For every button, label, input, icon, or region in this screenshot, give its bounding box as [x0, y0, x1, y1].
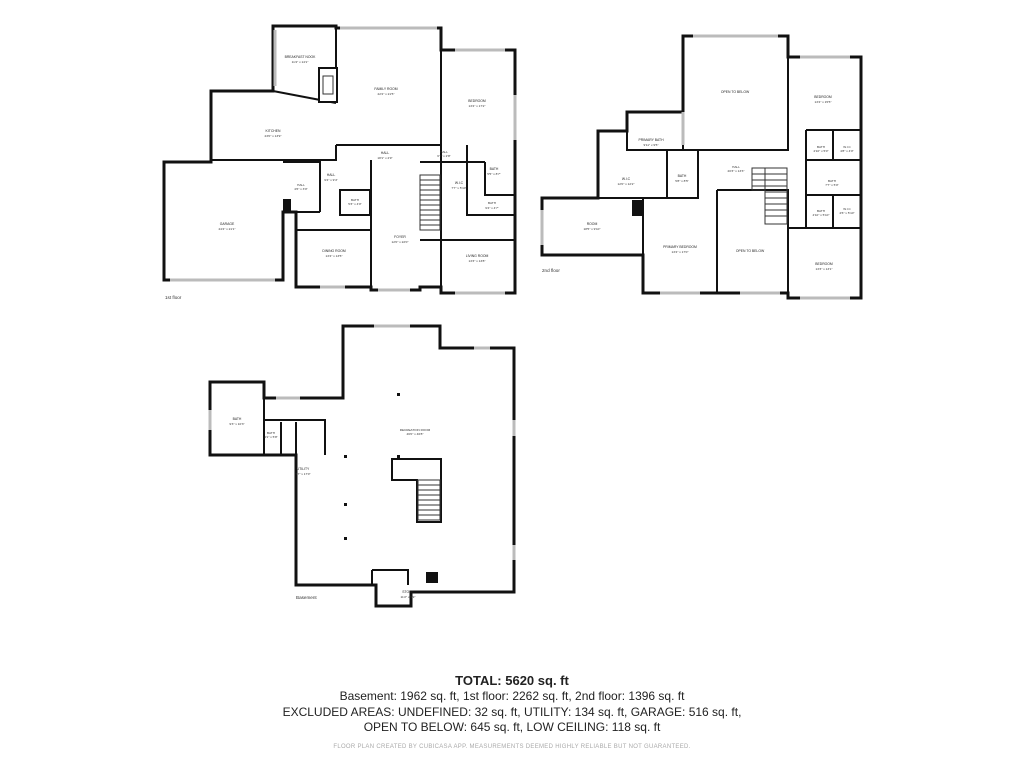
room-label-bath-right: BATH: [490, 167, 499, 171]
room-label-hall-tiny: HALL: [297, 183, 305, 187]
disclaimer: FLOOR PLAN CREATED BY CUBICASA APP. MEAS…: [333, 744, 691, 750]
room-label-bath-mid: BATH: [828, 179, 836, 183]
room-label-breakfast-nook: BREAKFAST NOOK: [285, 55, 317, 59]
room-label-hall-main: HALL: [381, 151, 390, 155]
room-dims-bath-2f-a: 4'10" x 5'0": [813, 149, 828, 153]
room-label-bedroom-top: BEDROOM: [814, 95, 832, 99]
room-dims-wic-d: 4'6" x 5'10": [839, 211, 854, 215]
room-dims-bath-lower: 9'4" x 4'7": [485, 206, 499, 210]
total-area: TOTAL: 5620 sq. ft: [455, 673, 569, 688]
room-label-dining-room: DINING ROOM: [322, 249, 346, 253]
room-dims-kitchen: 23'0" x 13'9": [265, 134, 282, 138]
room-dims-wic-c: 12'0" x 12'2": [618, 182, 635, 186]
room-label-basement-bath: BATH: [233, 417, 242, 421]
room-label-hall-small: HALL: [440, 150, 448, 154]
room-dims-wic: 7'7" x 5'10": [451, 186, 466, 190]
room-dims-basement-bath: 9'3" x 10'3": [229, 422, 244, 426]
room-dims-wic-b: 4'8" x 4'0": [840, 149, 854, 153]
room-label-wic-d: W.I.C: [843, 207, 851, 211]
room-dims-hall-small: 6'7" x 2'8": [437, 154, 451, 158]
room-label-utility: UTILITY: [297, 467, 310, 471]
room-label-wic-b: W.I.C: [843, 145, 851, 149]
room-label-room: ROOM: [587, 222, 598, 226]
room-label-open-to-below-bottom: OPEN TO BELOW: [736, 249, 765, 253]
basement-plan: BATH 9'3" x 10'3" BATH 4'1" x 5'8" UTILI…: [208, 324, 516, 608]
room-dims-family-room: 22'2" x 21'5": [378, 92, 395, 96]
room-dims-foyer: 12'0" x 22'0": [392, 240, 409, 244]
room-dims-bath-mid: 7'7" x 5'0": [825, 183, 839, 187]
room-label-bath-small-2f: BATH: [678, 174, 687, 178]
room-label-bath-lower: BATH: [488, 201, 496, 205]
room-dims-hall-2f: 20'3" x 13'3": [728, 169, 745, 173]
room-label-store: STORE: [402, 590, 414, 594]
room-dims-living-room: 13'3" x 13'8": [469, 259, 486, 263]
room-dims-hall-tiny: 4'6" x 3'0": [294, 187, 308, 191]
room-label-hall-2f: HALL: [732, 165, 740, 169]
room-label-recreation-room: RECREATION ROOM: [400, 428, 431, 432]
room-label-garage: GARAGE: [220, 222, 235, 226]
room-dims-hall-main: 18'1" x 2'9": [377, 156, 392, 160]
room-label-bath-2f-a: BATH: [817, 145, 825, 149]
room-label-bath-powder: BATH: [351, 198, 359, 202]
room-dims-bath-b: 4'10" x 5'10": [813, 213, 830, 217]
floor-label-basement: Basement: [296, 595, 317, 600]
room-label-bedroom: BEDROOM: [468, 99, 486, 103]
excluded-areas-line: EXCLUDED AREAS: UNDEFINED: 32 sq. ft, UT…: [282, 705, 742, 719]
room-dims-primary-bath: 9'11" x 9'5": [643, 143, 658, 147]
room-dims-primary-bedroom: 13'4" x 17'0": [672, 250, 689, 254]
room-dims-bath-powder: 5'3" x 4'0": [348, 202, 362, 206]
room-label-foyer: FOYER: [394, 235, 406, 239]
room-dims-recreation-room: 46'0" x 46'8": [407, 432, 424, 436]
room-dims-bath-small-2f: 5'8" x 8'5": [675, 179, 689, 183]
room-label-wic: W.I.C: [455, 181, 464, 185]
room-label-basement-bath-small: BATH: [267, 431, 275, 435]
room-dims-dining-room: 13'4" x 13'5": [326, 254, 343, 258]
room-dims-basement-bath-small: 4'1" x 5'8": [264, 435, 278, 439]
room-dims-bedroom-top: 13'4" x 15'5": [815, 100, 832, 104]
room-label-family-room: FAMILY ROOM: [374, 87, 397, 91]
room-label-open-to-below-top: OPEN TO BELOW: [721, 90, 750, 94]
room-label-wic-c: W.I.C: [622, 177, 631, 181]
room-dims-room: 18'5" x 9'10": [584, 227, 601, 231]
floor-label-second: 2nd floor: [542, 268, 560, 273]
room-dims-bath-right: 5'5" x 8'7": [487, 172, 501, 176]
room-dims-breakfast-nook: 11'4" x 14'1": [292, 60, 309, 64]
room-label-bedroom-bottom: BEDROOM: [815, 262, 833, 266]
room-dims-bedroom-bottom: 13'3" x 13'1": [816, 267, 833, 271]
room-label-hall-left: HALL: [327, 173, 336, 177]
floor-label-first: 1st floor: [165, 295, 182, 300]
room-dims-bedroom: 13'4" x 17'2": [469, 104, 486, 108]
room-label-primary-bath: PRIMARY BATH: [638, 138, 664, 142]
room-dims-utility: 7'7" x 17'0": [295, 472, 310, 476]
room-label-living-room: LIVING ROOM: [466, 254, 489, 258]
second-floor-plan: OPEN TO BELOW BEDROOM 13'4" x 15'5" PRIM…: [540, 34, 863, 300]
room-label-primary-bedroom: PRIMARY BEDROOM: [663, 245, 697, 249]
room-dims-store: 11'2" x 5'9": [400, 595, 415, 599]
room-label-bath-b: BATH: [817, 209, 825, 213]
excluded-areas-line-2: OPEN TO BELOW: 645 sq. ft, LOW CEILING: …: [363, 720, 661, 734]
floor-areas-line: Basement: 1962 sq. ft, 1st floor: 2262 s…: [339, 689, 685, 703]
room-label-kitchen: KITCHEN: [266, 129, 281, 133]
room-dims-hall-left: 9'4" x 9'4": [324, 178, 338, 182]
first-floor-plan: BREAKFAST NOOK 11'4" x 14'1" FAMILY ROOM…: [162, 24, 517, 300]
room-dims-garage: 24'4" x 21'1": [219, 227, 236, 231]
